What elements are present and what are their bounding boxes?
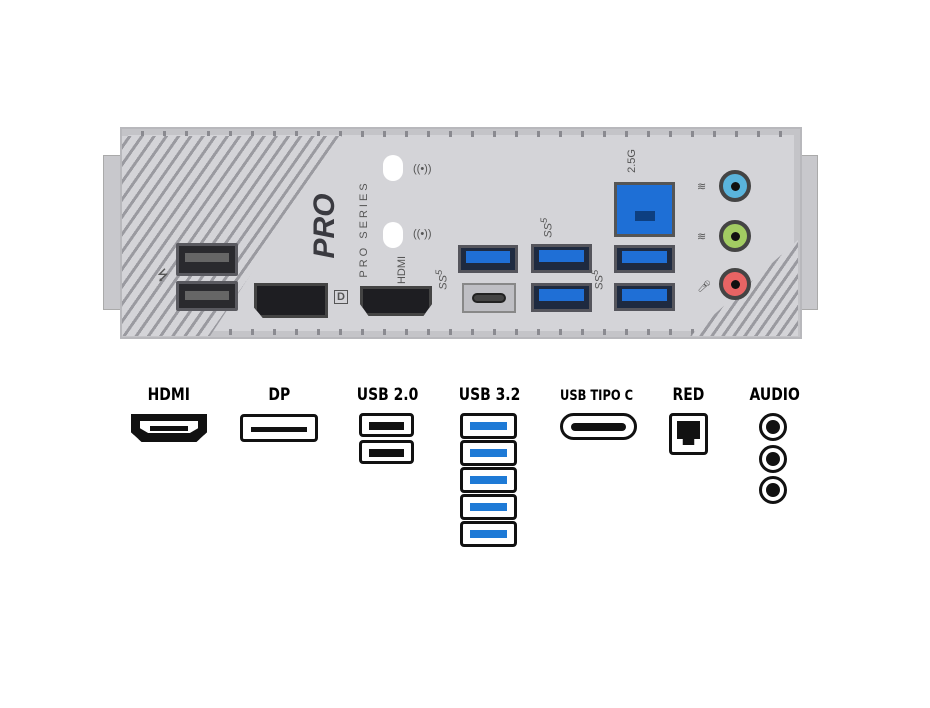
lan-speed-text: 2.5G (625, 149, 638, 173)
rivet-row-bottom (125, 329, 797, 335)
shield-right-tab (800, 155, 818, 310)
displayport-port (254, 283, 328, 318)
line-in-icon: ≋ (697, 181, 707, 193)
antenna-hole (383, 155, 403, 181)
audio-jack-mic (719, 268, 751, 300)
superspeed-label: SS5 (434, 270, 450, 290)
legend-usb2-label: USB 2.0 (356, 385, 419, 405)
dp-logo: D (334, 290, 348, 304)
series-text: PRO SERIES (358, 180, 370, 278)
usb3-port (531, 283, 592, 312)
audio-jack-icon (759, 476, 787, 504)
legend-dp-label: DP (268, 385, 291, 405)
usb3-icon (460, 494, 517, 520)
usb2-icon (359, 440, 414, 464)
shield-left-tab (103, 155, 121, 310)
ss-text: SS (542, 223, 555, 238)
ss-text: SS (437, 275, 450, 290)
audio-jack-icon (759, 413, 787, 441)
legend-lan-label: RED (672, 385, 705, 405)
legend-audio-label: AUDIO (749, 385, 800, 405)
pro-logo: PRO (308, 193, 341, 259)
usb2-port (176, 281, 238, 311)
superspeed-label: SS5 (590, 270, 606, 290)
usb-c-port (462, 283, 516, 313)
ss-sup: 5 (590, 269, 601, 276)
hdmi-icon (131, 414, 207, 442)
wifi-icon: ((•)) (413, 228, 432, 240)
hdmi-port (360, 286, 432, 316)
antenna-hole (383, 222, 403, 248)
legend-usbc-label: USB TIPO C (560, 388, 634, 404)
rivet-row-top (125, 131, 797, 137)
displayport-icon (240, 414, 318, 442)
ss-text: SS (593, 275, 606, 290)
usb-c-icon (560, 413, 637, 440)
legend-hdmi-label: HDMI (147, 385, 190, 405)
ss-sup: 5 (434, 269, 445, 276)
usb3-icon (460, 521, 517, 547)
microphone-icon: 🎤︎ (697, 281, 711, 293)
usb3-icon (460, 413, 517, 439)
superspeed-label: SS5 (539, 218, 555, 238)
usb3-icon (460, 440, 517, 466)
usb2-port (176, 243, 238, 276)
audio-jack-icon (759, 445, 787, 473)
audio-jack-line-in (719, 170, 751, 202)
wifi-icon: ((•)) (413, 163, 432, 175)
ethernet-icon (669, 413, 708, 455)
audio-jack-line-out (719, 220, 751, 252)
line-out-icon: ≋ (697, 231, 707, 243)
usb3-port (531, 244, 592, 273)
usb3-icon (460, 467, 517, 493)
usb3-port (614, 283, 675, 311)
ss-sup: 5 (539, 217, 550, 224)
usb3-port (614, 245, 675, 273)
lan-port (614, 182, 675, 237)
usb-icon: ⭍ (157, 267, 169, 283)
usb3-port (458, 245, 518, 273)
usb2-icon (359, 413, 414, 437)
legend-usb32-label: USB 3.2 (458, 385, 521, 405)
hdmi-text: HDMI (396, 255, 409, 285)
